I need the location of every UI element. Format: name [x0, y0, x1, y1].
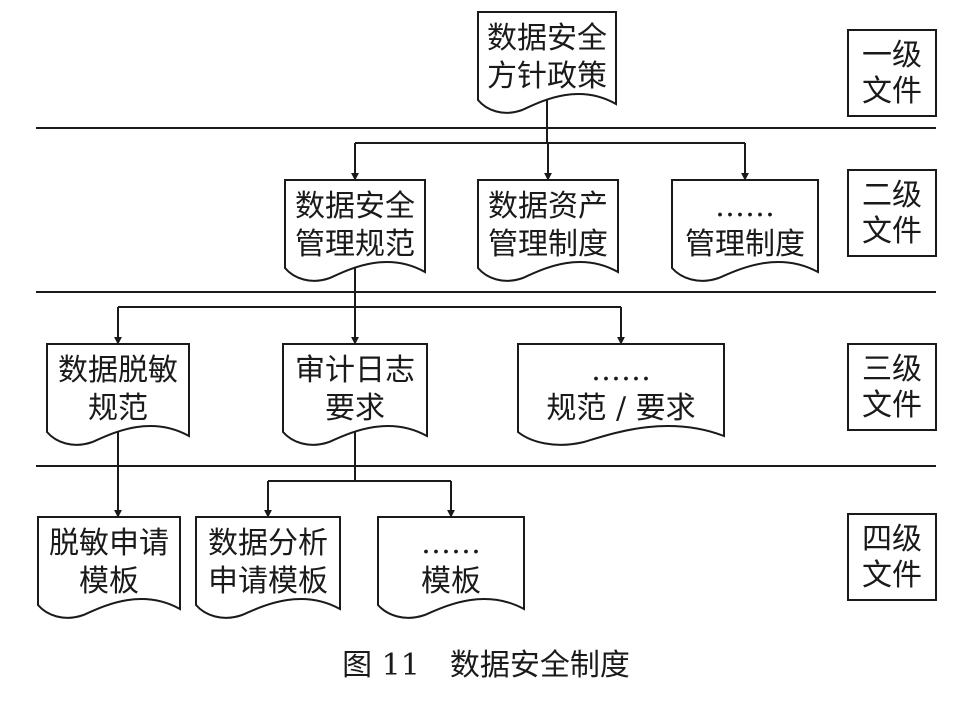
doc-label-security-spec-line1: 数据安全 — [295, 189, 415, 224]
doc-shape-other-req — [517, 343, 725, 446]
doc-label-other-template-line2: 模板 — [421, 564, 481, 599]
doc-label-audit-req-line2: 要求 — [325, 391, 385, 426]
doc-label-other-req-line1: …… — [591, 353, 651, 388]
doc-label-policy-line1: 数据安全 — [487, 21, 607, 56]
doc-label-masking-spec-line2: 规范 — [88, 391, 148, 426]
tier-label-text-1-line2: 文件 — [862, 74, 922, 109]
tier-label-text-3-line1: 三级 — [862, 352, 922, 387]
doc-label-policy-line2: 方针政策 — [487, 59, 607, 94]
doc-label-other-template-line1: …… — [421, 526, 481, 561]
doc-label-analysis-template-line1: 数据分析 — [208, 526, 328, 561]
doc-label-asset-system-line1: 数据资产 — [488, 189, 608, 224]
doc-label-masking-template-line1: 脱敏申请 — [49, 526, 169, 561]
doc-label-other-system-line2: 管理制度 — [685, 227, 805, 262]
doc-shape-security-spec — [284, 179, 426, 282]
doc-label-audit-req-line1: 审计日志 — [295, 353, 415, 388]
doc-label-security-spec-line2: 管理规范 — [295, 227, 415, 262]
doc-label-masking-spec-line1: 数据脱敏 — [58, 353, 178, 388]
doc-shape-asset-system — [477, 179, 619, 282]
tier-label-text-2-line2: 文件 — [862, 214, 922, 249]
tier-label-text-3-line2: 文件 — [862, 388, 922, 423]
doc-node-other-template: ……模板 — [377, 516, 525, 619]
doc-label-other-system-line1: …… — [715, 189, 775, 224]
doc-node-other-system: ……管理制度 — [671, 179, 819, 282]
figure-caption: 图 11 数据安全制度 — [342, 648, 630, 683]
connector-lines — [114, 100, 749, 518]
doc-shape-other-system — [671, 179, 819, 282]
doc-node-other-req: ……规范 / 要求 — [517, 343, 725, 446]
tier-label-text-4-line1: 四级 — [862, 522, 922, 557]
document-nodes: 数据安全方针政策数据安全管理规范数据资产管理制度……管理制度数据脱敏规范审计日志… — [37, 11, 819, 619]
doc-label-asset-system-line2: 管理制度 — [488, 227, 608, 262]
doc-shape-masking-template — [37, 516, 181, 619]
doc-shape-policy — [477, 11, 617, 114]
doc-label-other-req-line2: 规范 / 要求 — [546, 391, 695, 426]
tier-label-text-1-line1: 一级 — [862, 38, 922, 73]
tier-label-box-2 — [847, 169, 937, 257]
tier-label-text-2-line1: 二级 — [862, 178, 922, 213]
doc-label-analysis-template-line2: 申请模板 — [208, 564, 328, 599]
doc-shape-analysis-template — [195, 516, 341, 619]
tier-label-box-1 — [847, 29, 937, 117]
tier-label-box-3 — [847, 343, 937, 431]
doc-shape-other-template — [377, 516, 525, 619]
tier-label-text-4-line2: 文件 — [862, 558, 922, 593]
tier-label-box-4 — [847, 513, 937, 601]
doc-shape-masking-spec — [46, 343, 190, 446]
doc-shape-audit-req — [282, 343, 428, 446]
doc-label-masking-template-line2: 模板 — [79, 564, 139, 599]
